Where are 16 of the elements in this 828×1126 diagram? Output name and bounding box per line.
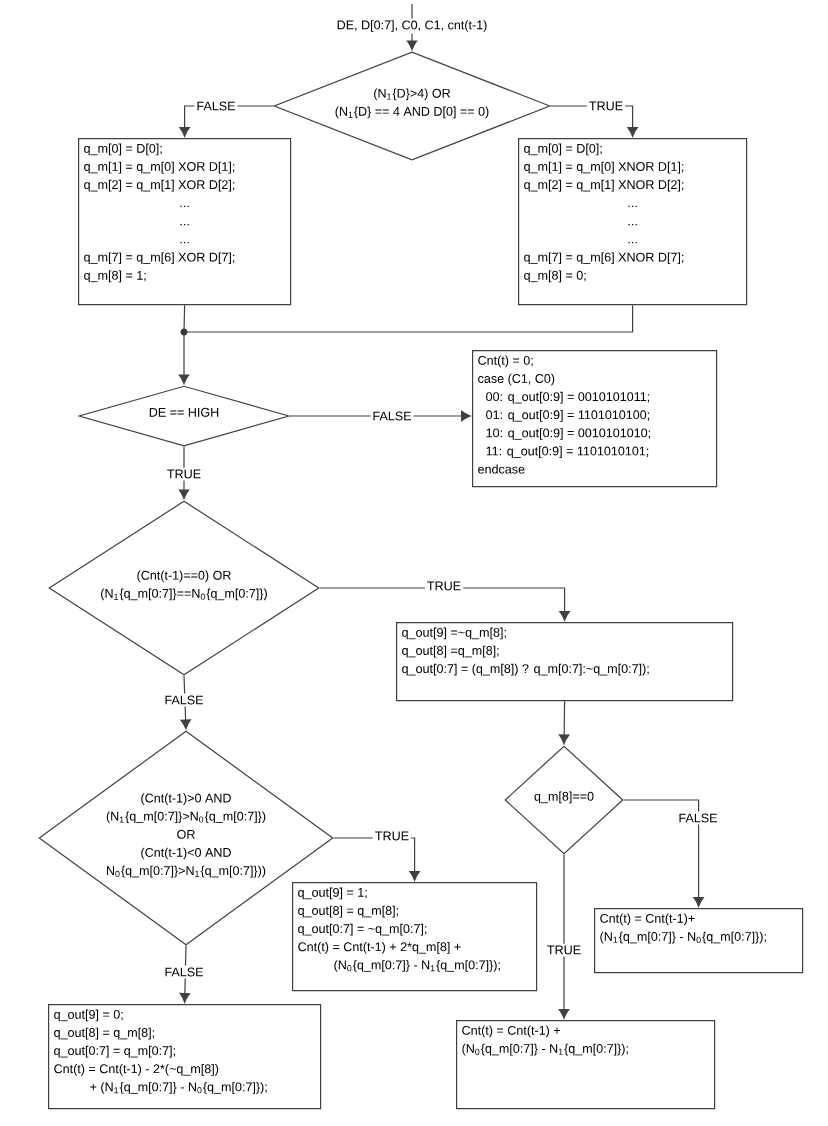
arrow: [550, 105, 638, 137]
arrow: [558, 700, 570, 745]
arrow: [179, 945, 191, 1003]
arrow: [178, 331, 190, 385]
connector-line: [183, 304, 634, 333]
connector-line: [183, 304, 186, 333]
arrow: [179, 105, 274, 137]
arrow: [558, 854, 570, 1019]
arrow: [319, 587, 570, 621]
arrow: [178, 446, 190, 500]
arrow: [406, 32, 418, 51]
arrow: [289, 410, 471, 422]
arrow: [333, 837, 420, 881]
connector-line: [411, 3, 413, 20]
arrow: [180, 675, 191, 730]
arrow: [623, 799, 704, 907]
